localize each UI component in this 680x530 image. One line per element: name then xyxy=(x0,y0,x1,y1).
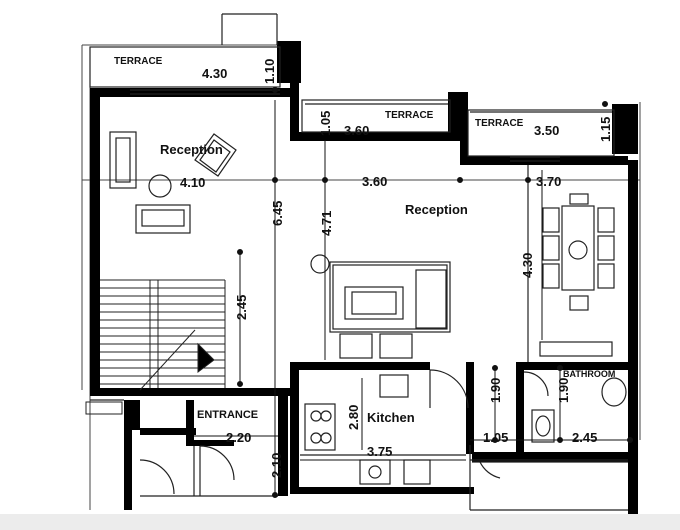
left-sofa xyxy=(109,131,137,189)
left-lounge-chair xyxy=(194,133,237,177)
exterior-walls xyxy=(90,41,638,514)
dim-terrace-left-width: 4.30 xyxy=(202,66,227,81)
dim-entrance-height: 2.10 xyxy=(269,453,284,478)
dim-terrace-right-width: 3.50 xyxy=(534,123,559,138)
dimension-lines xyxy=(194,87,633,498)
living-sofa-set xyxy=(310,254,451,359)
dim-bath-width: 2.45 xyxy=(572,430,597,445)
left-balcony-rail xyxy=(85,401,123,415)
dim-bath-height: 1.90 xyxy=(556,378,571,403)
dim-mid-height: 4.71 xyxy=(319,211,334,236)
tv-console xyxy=(539,341,613,357)
thin-lines xyxy=(89,13,628,511)
dim-entrance-width: 2.20 xyxy=(226,430,251,445)
bottom-band xyxy=(0,514,680,530)
staircase xyxy=(100,279,226,391)
kitchen-fixtures xyxy=(300,369,469,485)
doors xyxy=(139,445,628,496)
bathroom-fixtures xyxy=(523,371,627,443)
room-label-entrance: ENTRANCE xyxy=(197,409,258,421)
dim-kitchen-height: 2.80 xyxy=(346,405,361,430)
dim-terrace-mid-depth: 1.05 xyxy=(318,111,333,136)
dim-reception-mid-width: 3.60 xyxy=(362,174,387,189)
dim-dining-height: 4.30 xyxy=(520,253,535,278)
dim-hall-width: 1.05 xyxy=(483,430,508,445)
room-label-terrace-right: TERRACE xyxy=(475,118,524,129)
dim-terrace-left-depth: 1.10 xyxy=(262,59,277,84)
dim-stair-height: 2.45 xyxy=(234,295,249,320)
room-label-terrace-mid: TERRACE xyxy=(385,110,434,121)
left-armchair xyxy=(135,204,191,234)
dim-reception-left-width: 4.10 xyxy=(180,175,205,190)
room-label-bathroom: BATHROOM xyxy=(563,369,615,379)
dim-reception-right-width: 3.70 xyxy=(536,174,561,189)
room-label-terrace-left: TERRACE xyxy=(114,56,163,67)
dim-kitchen-width: 3.75 xyxy=(367,444,392,459)
room-label-kitchen: Kitchen xyxy=(367,410,415,425)
dim-left-height: 6.45 xyxy=(270,201,285,226)
room-label-reception-left: Reception xyxy=(160,142,223,157)
dim-hall-height: 1.90 xyxy=(488,378,503,403)
room-label-reception-main: Reception xyxy=(405,202,468,217)
dim-terrace-right-depth: 1.15 xyxy=(598,117,613,142)
dim-terrace-mid-width: 3.60 xyxy=(344,123,369,138)
left-round-table xyxy=(148,174,172,198)
dining-set xyxy=(542,193,615,311)
